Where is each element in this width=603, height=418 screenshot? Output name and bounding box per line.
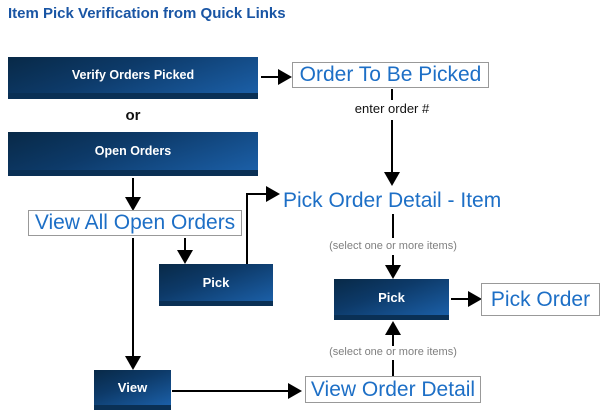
pick-button-right-label: Pick (378, 289, 405, 305)
view-order-detail-label: View Order Detail (310, 377, 476, 401)
arrow-vod-to-pick-line (392, 335, 394, 346)
pick-button-right[interactable]: Pick (334, 279, 449, 320)
arrow-viewall-to-view-line (132, 238, 134, 356)
pick-order-box: Pick Order (481, 283, 600, 316)
view-button-label: View (117, 380, 148, 395)
elbow-pick-to-detail-hline (246, 193, 267, 195)
pick-button-left[interactable]: Pick (159, 264, 273, 306)
open-orders-button[interactable]: Open Orders (8, 132, 258, 176)
view-order-detail-box: View Order Detail (305, 376, 481, 403)
open-orders-label: Open Orders (94, 144, 172, 158)
pick-order-detail-item-label: Pick Order Detail - Item (283, 189, 502, 212)
arrow-enter-to-detail-line (391, 120, 393, 174)
arrow-pick-to-pickorder-line (451, 298, 469, 300)
detail-connector-line (392, 214, 394, 238)
view-all-open-orders-box: View All Open Orders (28, 210, 242, 236)
arrow-view-to-vod-line (172, 390, 289, 392)
pick-order-label: Pick Order (490, 287, 591, 311)
view-button[interactable]: View (94, 370, 171, 410)
arrow-viewall-to-pick-line (184, 238, 186, 251)
page-title: Item Pick Verification from Quick Links (8, 5, 286, 22)
elbow-pick-to-detail-vline (246, 194, 248, 264)
select-items-note-bottom: (select one or more items) (329, 346, 457, 358)
arrow-view-to-vod-head-icon (288, 383, 302, 399)
arrow-note-to-pick-head-icon (385, 265, 401, 279)
enter-order-note: enter order # (354, 101, 430, 116)
arrow-enter-to-detail-head-icon (384, 172, 400, 186)
arrow-note-to-pick-line (392, 255, 394, 266)
pick-button-left-label: Pick (202, 275, 230, 290)
select-items-note-top: (select one or more items) (329, 240, 457, 252)
verify-orders-picked-button[interactable]: Verify Orders Picked (8, 57, 258, 99)
elbow-pick-to-detail-head-icon (266, 186, 280, 202)
order-to-be-picked-label: Order To Be Picked (299, 63, 482, 86)
arrow-viewall-to-pick-head-icon (177, 250, 193, 264)
or-label: or (125, 107, 141, 124)
arrow-vod-to-pick-head-icon (385, 321, 401, 335)
arrow-open-to-viewall-line (132, 178, 134, 200)
vod-connector-line (392, 360, 394, 376)
arrow-viewall-to-view-head-icon (125, 356, 141, 370)
arrow-verify-to-order-line (261, 76, 279, 78)
arrow-pick-to-pickorder-head-icon (468, 291, 482, 307)
arrow-open-to-viewall-head-icon (125, 197, 141, 211)
view-all-open-orders-label: View All Open Orders (34, 211, 236, 234)
verify-orders-picked-label: Verify Orders Picked (71, 68, 195, 82)
order-to-be-picked-box: Order To Be Picked (292, 62, 489, 88)
arrow-verify-to-order-head-icon (278, 69, 292, 85)
order-box-connector-line (391, 89, 393, 100)
